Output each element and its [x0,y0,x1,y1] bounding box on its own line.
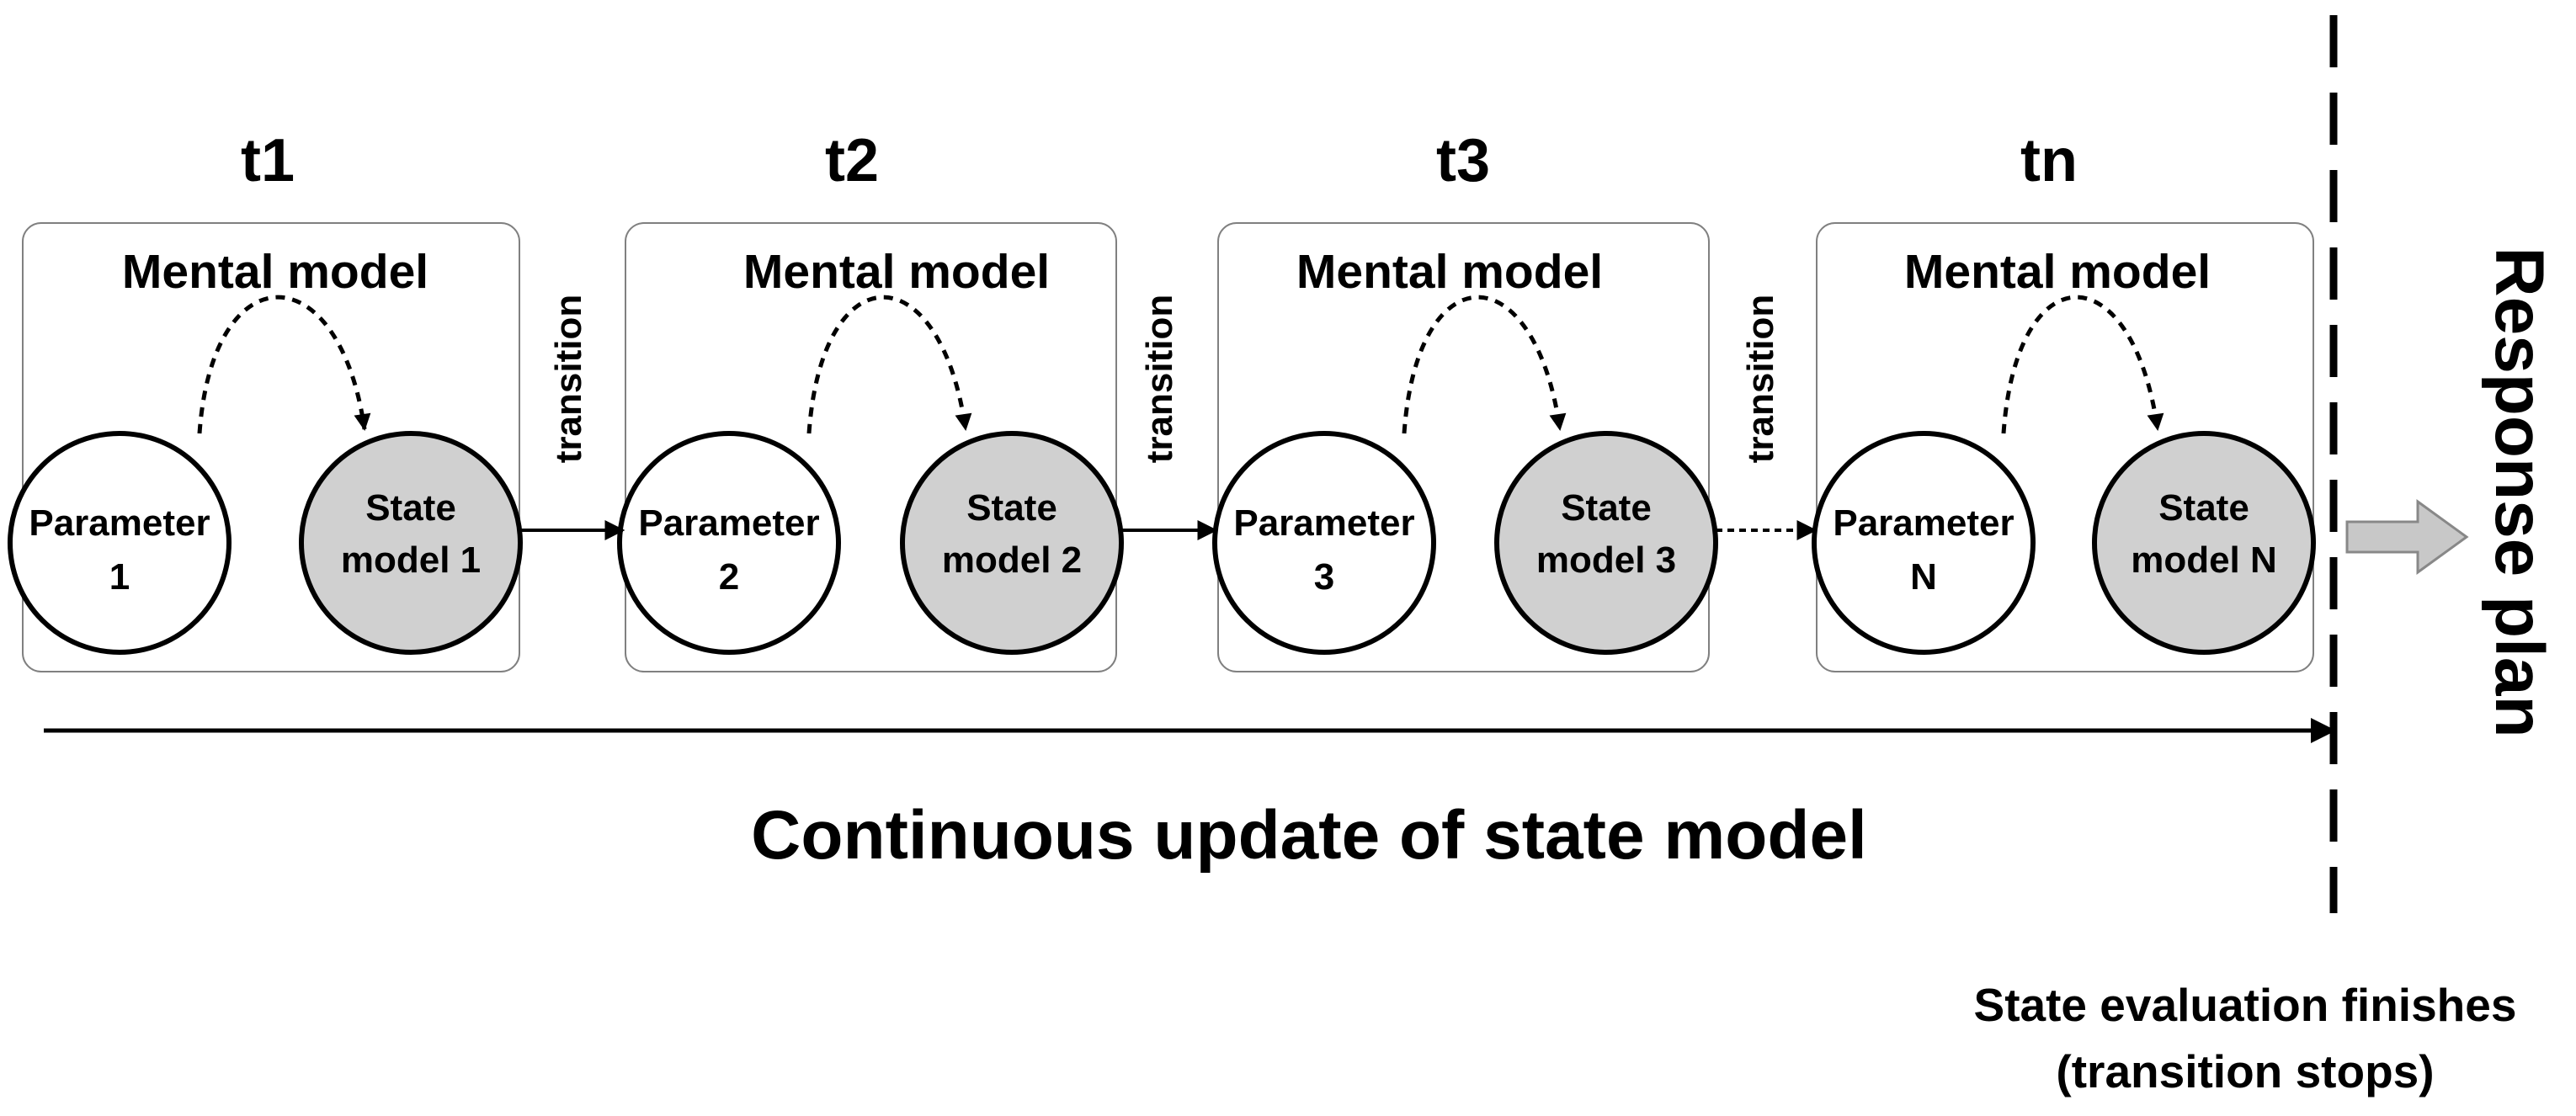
state-node-4 [2092,431,2316,655]
footer-line-2: (transition stops) [2056,1045,2434,1097]
dashed-curve-arrow-3 [1402,295,1567,434]
timeline-label: Continuous update of state model [751,797,1867,874]
state-label-line1-1: State [365,487,456,529]
parameter-label-line2-4: N [1910,556,1937,598]
mental-model-title-4: Mental model [1904,245,2211,299]
mental-model-box-1 [22,222,520,672]
state-label-line2-1: model 1 [341,539,481,581]
mental-model-title-3: Mental model [1296,245,1603,299]
dashed-curve-arrow-2 [806,295,972,434]
parameter-label-line1-4: Parameter [1833,502,2014,544]
parameter-label-line1-2: Parameter [638,502,819,544]
parameter-node-3 [1212,431,1436,655]
time-label-3: t3 [1436,127,1490,194]
mental-model-title-2: Mental model [743,245,1050,299]
state-node-2 [900,431,1124,655]
state-node-3 [1494,431,1718,655]
parameter-node-4 [1812,431,2036,655]
transition-label-1: transition [548,295,589,463]
footer-line-1: State evaluation finishes [1974,979,2517,1031]
dashed-curve-arrow-1 [197,295,371,434]
parameter-node-2 [617,431,841,655]
state-label-line2-4: model N [2131,539,2277,581]
dashed-curve-arrow-4 [2001,295,2164,434]
state-label-line2-2: model 2 [942,539,1082,581]
parameter-label-line1-1: Parameter [29,502,210,544]
mental-model-box-4 [1816,222,2314,672]
parameter-node-1 [8,431,232,655]
transition-label-2: transition [1139,295,1180,463]
mental-model-title-1: Mental model [122,245,428,299]
state-label-line1-4: State [2158,487,2249,529]
state-label-line2-3: model 3 [1536,539,1676,581]
mental-model-box-3 [1217,222,1710,672]
parameter-label-line1-3: Parameter [1233,502,1414,544]
parameter-label-line2-1: 1 [109,556,130,598]
mental-model-box-2 [625,222,1117,672]
state-label-line1-3: State [1561,487,1652,529]
transition-label-3: transition [1740,295,1781,463]
time-label-4: tn [2020,127,2078,194]
parameter-label-line2-2: 2 [719,556,739,598]
state-label-line1-2: State [966,487,1057,529]
response-plan-label: Response plan [2481,247,2557,737]
parameter-label-line2-3: 3 [1314,556,1334,598]
time-label-1: t1 [241,127,295,194]
state-node-1 [299,431,523,655]
response-arrow [2345,499,2469,575]
time-label-2: t2 [825,127,879,194]
